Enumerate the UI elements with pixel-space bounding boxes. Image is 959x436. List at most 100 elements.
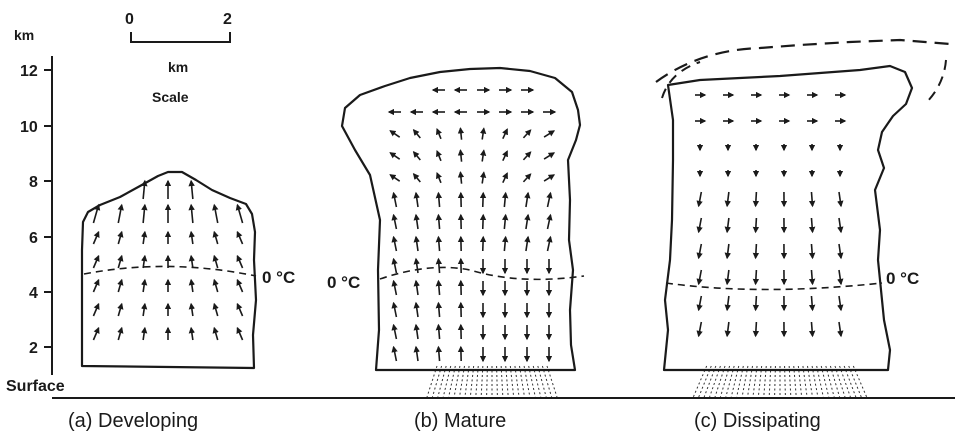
air-motion-arrow [523,130,530,138]
air-motion-arrow [756,192,757,206]
freezing-isotherm [666,283,882,290]
air-motion-arrow [237,232,242,244]
air-motion-arrow [437,173,441,183]
caption-developing: (a) Developing [68,410,198,432]
cloud-dissipating [656,40,950,370]
air-motion-arrow [811,322,812,336]
freezing-isotherm [84,266,256,276]
air-motion-arrow [839,322,841,336]
air-motion-arrow [811,296,812,310]
air-motion-arrow [438,215,439,229]
scale-line [131,32,230,42]
isotherm-label: 0 °C [886,269,919,288]
air-motion-arrow [414,130,421,138]
air-motion-arrow [118,256,121,268]
air-motion-arrow [699,192,702,206]
air-motion-arrow [482,172,484,183]
anvil-wisp [925,60,946,104]
altitude-axis: km 12 10 8 6 4 2 Surface [6,27,65,395]
axis-unit-label: km [14,27,34,43]
air-motion-arrow [191,181,193,199]
air-motion-arrow [811,270,812,284]
cloud-mature [342,68,584,370]
caption-dissipating: (c) Dissipating [694,410,821,432]
air-motion-arrow [548,193,551,207]
air-motion-arrow [523,174,530,182]
isotherm-label: 0 °C [327,273,360,292]
air-motion-arrow [699,322,702,336]
air-motion-arrow [437,129,441,139]
air-motion-arrow [699,296,702,310]
air-motion-arrow [394,215,397,229]
air-motion-arrow [438,325,439,339]
air-motion-arrow [118,328,121,340]
air-motion-arrow [727,270,729,284]
air-motion-arrow [214,256,217,268]
air-motion-arrow [191,304,193,316]
air-motion-arrow [143,205,145,223]
air-motion-arrow [544,131,554,137]
air-motion-arrow [756,218,757,232]
caption-mature: (b) Mature [414,410,506,432]
scale-end-label: 2 [223,11,232,28]
air-motion-arrow [143,328,145,340]
air-motion-arrow [756,322,757,336]
air-motion-arrow [143,304,145,316]
air-motion-arrow [811,218,812,232]
air-motion-arrow [394,259,397,273]
air-motion-arrow [503,173,507,182]
air-motion-arrow [394,237,397,251]
downdraft-arrows [695,95,845,336]
air-motion-arrow [143,280,145,292]
updraft-downdraft-arrows [389,90,555,361]
air-motion-arrow [811,192,812,206]
air-motion-arrow [414,174,421,182]
air-motion-arrow [699,270,702,284]
freezing-isotherm [380,267,584,279]
air-motion-arrow [727,192,729,206]
air-motion-arrow [699,218,702,232]
cloud-developing [82,172,256,368]
air-motion-arrow [191,280,193,292]
air-motion-arrow [438,193,439,207]
air-motion-arrow [503,129,507,138]
air-motion-arrow [544,175,554,181]
air-motion-arrow [118,304,121,316]
air-motion-arrow [394,347,397,361]
axis-tick-label: 6 [29,230,38,247]
air-motion-arrow [416,259,418,273]
air-motion-arrow [526,237,528,251]
air-motion-arrow [394,281,397,295]
air-motion-arrow [394,193,397,207]
air-motion-arrow [214,232,217,244]
air-motion-arrow [811,244,812,258]
air-motion-arrow [727,296,729,310]
scale-bar: 0 2 km Scale [125,11,232,105]
air-motion-arrow [548,215,551,229]
air-motion-arrow [118,280,121,292]
air-motion-arrow [756,244,757,258]
air-motion-arrow [504,237,505,251]
air-motion-arrow [438,347,439,361]
air-motion-arrow [727,322,729,336]
air-motion-arrow [237,205,242,223]
air-motion-arrow [214,304,217,316]
air-motion-arrow [191,205,193,223]
air-motion-arrow [727,244,729,258]
air-motion-arrow [237,328,242,340]
air-motion-arrow [416,325,418,339]
air-motion-arrow [214,280,217,292]
scale-start-label: 0 [125,11,134,28]
air-motion-arrow [93,280,98,292]
air-motion-arrow [416,281,418,295]
air-motion-arrow [416,215,418,229]
air-motion-arrow [504,215,505,229]
air-motion-arrow [414,152,421,160]
air-motion-arrow [548,237,551,251]
air-motion-arrow [191,232,193,244]
axis-tick-label: 10 [20,119,38,136]
updraft-arrows [93,181,242,340]
air-motion-arrow [438,281,439,295]
air-motion-arrow [214,328,217,340]
air-motion-arrow [727,218,729,232]
